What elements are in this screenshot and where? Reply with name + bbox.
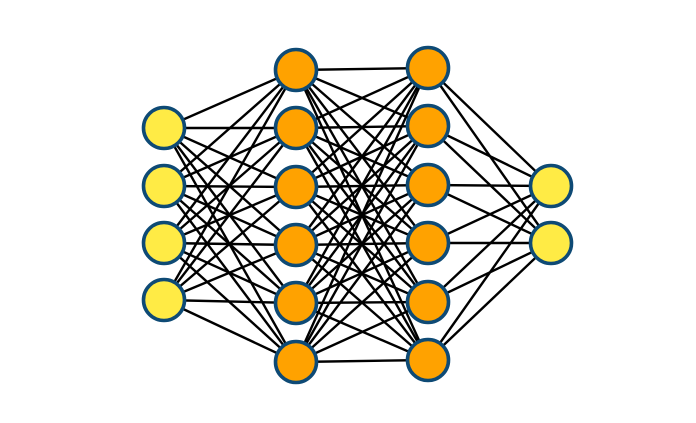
hidden-neuron-layer2-2 bbox=[405, 162, 451, 208]
edge-l0-n0-to-l1-n0 bbox=[163, 68, 297, 130]
output-neuron-layer3-1 bbox=[528, 220, 574, 266]
hidden-neuron-layer2-1 bbox=[405, 103, 451, 149]
edge-l0-n3-to-l1-n5 bbox=[163, 298, 297, 364]
edge-l1-n5-to-l2-n0 bbox=[294, 67, 430, 363]
edge-l0-n3-to-l1-n0 bbox=[162, 69, 298, 301]
edge-l2-n1-to-l3-n0 bbox=[427, 124, 552, 188]
edge-l1-n1-to-l2-n0 bbox=[295, 66, 429, 130]
hidden-neuron-layer1-3 bbox=[273, 222, 319, 268]
hidden-neuron-layer2-4 bbox=[405, 279, 451, 325]
hidden-neuron-layer2-5 bbox=[405, 337, 451, 383]
edge-l0-n2-to-l1-n0 bbox=[163, 69, 297, 244]
edge-l2-n3-to-l3-n0 bbox=[427, 184, 552, 245]
input-neuron-layer0-2 bbox=[141, 220, 187, 266]
output-neuron-layer3-0 bbox=[528, 163, 574, 209]
hidden-neuron-layer2-0 bbox=[405, 45, 451, 91]
input-neuron-layer0-1 bbox=[141, 163, 187, 209]
edge-l2-n5-to-l3-n1 bbox=[427, 242, 552, 361]
hidden-neuron-layer2-3 bbox=[405, 220, 451, 266]
edge-l2-n4-to-l3-n0 bbox=[427, 185, 552, 303]
hidden-neuron-layer1-0 bbox=[273, 47, 319, 93]
edge-l1-n4-to-l2-n0 bbox=[294, 67, 430, 304]
edge-l1-n5-to-l2-n2 bbox=[295, 184, 429, 363]
hidden-neuron-layer1-2 bbox=[273, 164, 319, 210]
edge-l0-n3-to-l1-n2 bbox=[163, 186, 297, 301]
edge-l1-n2-to-l2-n0 bbox=[295, 67, 429, 188]
input-neuron-layer0-0 bbox=[141, 105, 187, 151]
edge-l0-n3-to-l1-n3 bbox=[163, 243, 297, 302]
input-neuron-layer0-3 bbox=[141, 277, 187, 323]
neurons bbox=[141, 45, 574, 385]
hidden-neuron-layer1-4 bbox=[273, 280, 319, 326]
edge-l0-n1-to-l1-n0 bbox=[163, 69, 297, 187]
edge-l0-n3-to-l1-n1 bbox=[163, 127, 297, 301]
edge-l1-n5-to-l2-n3 bbox=[295, 242, 429, 363]
edge-l1-n5-to-l2-n4 bbox=[295, 300, 429, 364]
connections bbox=[162, 66, 552, 364]
edge-l2-n0-to-l3-n0 bbox=[427, 67, 552, 187]
edge-l2-n5-to-l3-n0 bbox=[427, 185, 552, 361]
hidden-neuron-layer1-1 bbox=[273, 105, 319, 151]
edge-l1-n5-to-l2-n1 bbox=[294, 125, 430, 363]
hidden-neuron-layer1-5 bbox=[273, 339, 319, 385]
edge-l1-n3-to-l2-n0 bbox=[295, 67, 429, 246]
